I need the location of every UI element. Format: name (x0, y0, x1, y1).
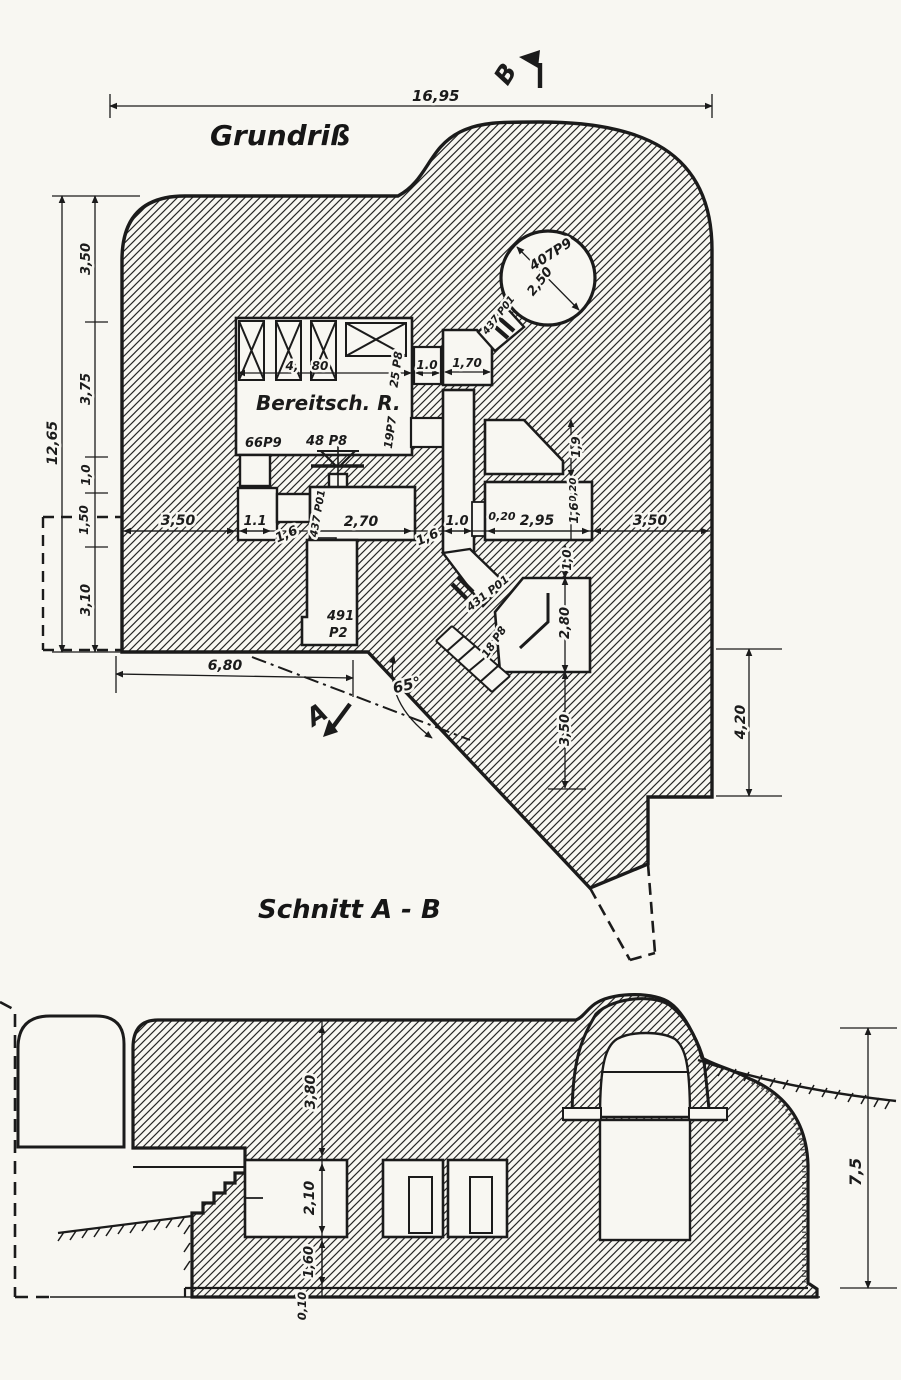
dim-total-width: 16,95 (412, 87, 459, 105)
dim-left-2: 3,75 (79, 373, 94, 405)
dim-10-entry: 1.0 (416, 358, 437, 372)
door-ready-entry (412, 345, 443, 386)
section-dimensions (318, 1020, 897, 1297)
blast-wall-block (16, 1014, 126, 1149)
door-ready-corridor (409, 416, 446, 449)
bunker-section-body (131, 993, 819, 1299)
dim-bunk-a: 4, (285, 359, 299, 373)
dim-height: 7,5 (846, 1158, 865, 1186)
dim-left-total: 12,65 (45, 421, 61, 466)
room-label-66: 66P9 (245, 436, 282, 451)
dim-roof: 3,80 (303, 1074, 319, 1109)
dim-row-7: 0,20 (488, 510, 515, 523)
dim-left-5: 3,10 (79, 584, 94, 616)
dim-room-height: 2,10 (302, 1180, 318, 1215)
dim-350v: 3,50 (558, 714, 573, 746)
room-491 (300, 538, 359, 647)
section-room-2-door (408, 1176, 433, 1234)
dim-bunk-b: 80 (312, 359, 329, 373)
section-title: Schnitt A - B (258, 895, 441, 925)
section-arrow-b (519, 50, 543, 88)
room-label-491-l2: P2 (329, 626, 348, 641)
cupola-section (562, 997, 728, 1242)
door-swing-mark (518, 593, 550, 650)
dim-170: 1,70 (452, 356, 482, 370)
room-label-491-l1: 491 (326, 609, 354, 624)
gas-door-bars (491, 316, 516, 340)
dim-left-4: 1,50 (77, 505, 91, 535)
dim-row-4: 2,70 (344, 514, 379, 530)
dim-row-6: 1.0 (445, 514, 468, 529)
dim-280: 2,80 (558, 607, 573, 639)
room-label-48: 48 P8 (305, 434, 347, 449)
dim-below: 1,60 (302, 1246, 317, 1278)
marker-b: B (488, 58, 523, 90)
corridor-link (275, 492, 312, 524)
dim-16v: 1,6 (567, 502, 581, 523)
terrain-left (57, 1214, 193, 1271)
cupola-shaft (598, 1118, 692, 1242)
dashed-boundary-extension (588, 863, 657, 962)
dim-left-3: 1,0 (79, 464, 93, 485)
exit-stairs (435, 625, 511, 693)
shaft-room-66 (238, 453, 272, 488)
dashed-left-outline (0, 1000, 50, 1299)
dim-420: 4,20 (733, 704, 749, 740)
dim-020v: 0,20 (568, 478, 579, 503)
dim-row-9: 3,50 (633, 513, 668, 529)
dim-left-1: 3,50 (79, 243, 94, 275)
gas-door-bars-2 (450, 575, 475, 601)
section-arrow-a (323, 702, 352, 737)
bunker-plan-body (120, 120, 714, 891)
dashed-annex-outline (41, 515, 122, 652)
room-label-ready: Bereitsch. R. (256, 391, 401, 415)
dim-10-top: 1,0 (560, 549, 574, 570)
cupola-diameter-line (516, 246, 580, 311)
floor-slab (183, 1286, 808, 1297)
dimension-lines (52, 94, 782, 797)
room-angled (483, 418, 565, 476)
dim-19: 1,9 (569, 436, 583, 457)
dim-680: 6,80 (208, 658, 243, 674)
section-view: Schnitt A - B (0, 894, 897, 1323)
passage-to-cupola (476, 305, 526, 353)
dim-row-1: 3,50 (161, 513, 196, 529)
floor-plan: Grundriß 16,95 B A 12,65 3,50 3,75 1,0 1… (41, 50, 782, 962)
section-room-3-door (469, 1176, 493, 1234)
angle-arc (389, 655, 433, 739)
dim-slab: 0,10 (295, 1292, 309, 1320)
plan-title: Grundriß (210, 119, 350, 152)
dim-row-8: 2,95 (520, 513, 555, 529)
dim-row-2: 1.1 (243, 514, 266, 529)
